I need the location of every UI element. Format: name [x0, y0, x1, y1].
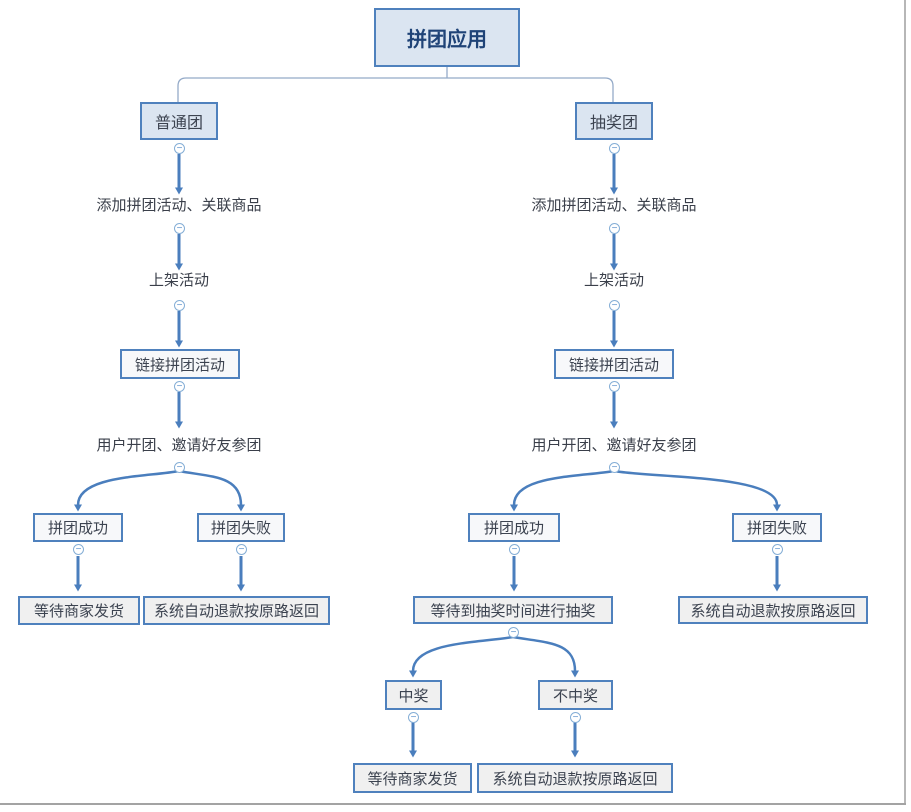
node-normal-refund[interactable]: 系统自动退款按原路返回 [143, 596, 330, 625]
split-arrows [74, 469, 781, 678]
collapse-minus-icon[interactable]: − [174, 300, 185, 311]
page-edge-bottom [0, 803, 906, 805]
node-lottery-lose-refund[interactable]: 系统自动退款按原路返回 [477, 763, 673, 793]
collapse-minus-icon[interactable]: − [174, 381, 185, 392]
node-lottery-success[interactable]: 拼团成功 [468, 513, 560, 542]
node-lottery-refund[interactable]: 系统自动退款按原路返回 [678, 596, 868, 624]
flow-arrows [74, 154, 781, 758]
node-lottery-win-ship[interactable]: 等待商家发货 [353, 763, 472, 793]
page-edge-right [904, 0, 906, 805]
node-normal-link-activity[interactable]: 链接拼团活动 [120, 349, 240, 379]
root-branch-connector [177, 67, 614, 102]
collapse-minus-icon[interactable]: − [236, 544, 247, 555]
node-normal-add-activity[interactable]: 添加拼团活动、关联商品 [96, 197, 262, 214]
collapse-minus-icon[interactable]: − [609, 381, 620, 392]
node-normal-ship[interactable]: 等待商家发货 [18, 596, 140, 625]
node-lottery-group[interactable]: 抽奖团 [575, 102, 653, 140]
collapse-minus-icon[interactable]: − [174, 143, 185, 154]
node-normal-fail[interactable]: 拼团失败 [197, 513, 285, 542]
node-lottery-invite[interactable]: 用户开团、邀请好友参团 [531, 437, 697, 454]
collapse-minus-icon[interactable]: − [609, 462, 620, 473]
node-lottery-launch[interactable]: 上架活动 [583, 272, 644, 289]
collapse-minus-icon[interactable]: − [609, 300, 620, 311]
collapse-minus-icon[interactable]: − [174, 462, 185, 473]
collapse-minus-icon[interactable]: − [570, 712, 581, 723]
collapse-minus-icon[interactable]: − [772, 544, 783, 555]
collapse-minus-icon[interactable]: − [508, 627, 519, 638]
collapse-minus-icon[interactable]: − [509, 544, 520, 555]
node-normal-success[interactable]: 拼团成功 [33, 513, 123, 542]
collapse-minus-icon[interactable]: − [408, 712, 419, 723]
collapse-minus-icon[interactable]: − [609, 223, 620, 234]
collapse-minus-icon[interactable]: − [174, 223, 185, 234]
node-lottery-link-activity[interactable]: 链接拼团活动 [554, 349, 674, 379]
node-lottery-fail[interactable]: 拼团失败 [732, 513, 822, 542]
node-normal-invite[interactable]: 用户开团、邀请好友参团 [96, 437, 262, 454]
node-lottery-lose[interactable]: 不中奖 [538, 680, 613, 710]
node-lottery-add-activity[interactable]: 添加拼团活动、关联商品 [531, 197, 697, 214]
node-lottery-wait-draw[interactable]: 等待到抽奖时间进行抽奖 [413, 596, 613, 624]
node-normal-launch[interactable]: 上架活动 [148, 272, 209, 289]
node-root[interactable]: 拼团应用 [374, 8, 520, 67]
node-lottery-win[interactable]: 中奖 [385, 680, 442, 710]
collapse-minus-icon[interactable]: − [609, 143, 620, 154]
node-normal-group[interactable]: 普通团 [140, 102, 218, 140]
collapse-minus-icon[interactable]: − [73, 544, 84, 555]
